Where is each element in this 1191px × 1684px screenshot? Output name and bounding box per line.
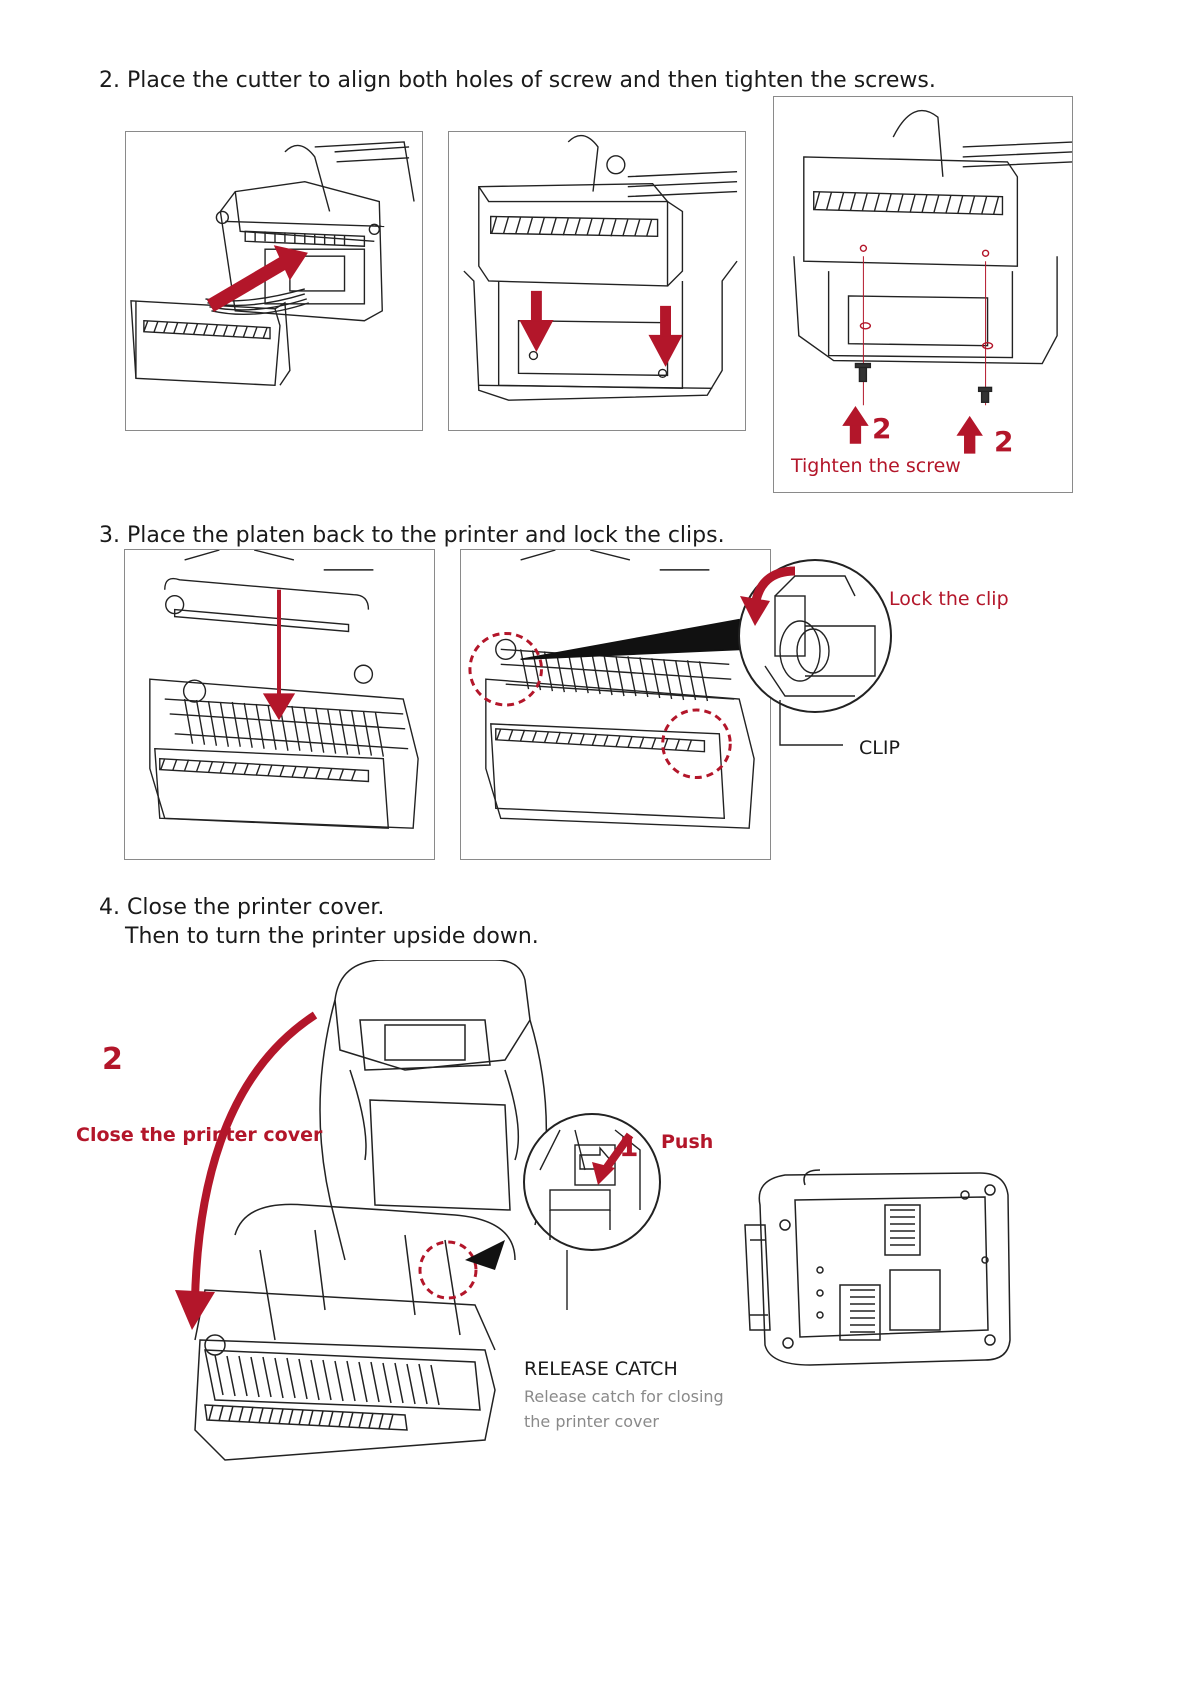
release-desc-line-2: the printer cover <box>524 1412 659 1431</box>
figure-cutter-insert <box>125 131 423 431</box>
release-catch-zoom <box>523 1113 661 1251</box>
figure-tighten-screws <box>773 96 1073 493</box>
step-4-line-2: Then to turn the printer upside down. <box>125 924 539 949</box>
figure-platen-placement <box>124 549 435 860</box>
push-step-number: 1 <box>619 1130 639 1163</box>
release-catch-leader <box>566 1250 568 1310</box>
push-label: Push <box>661 1131 714 1153</box>
step-2-instruction: 2. Place the cutter to align both holes … <box>99 68 936 93</box>
figure-lock-clips <box>460 549 771 860</box>
release-catch-description: Release catch for closing the printer co… <box>524 1384 724 1434</box>
release-desc-line-1: Release catch for closing <box>524 1387 724 1406</box>
close-cover-label: Close the printer cover <box>76 1124 323 1146</box>
release-catch-label: RELEASE CATCH <box>524 1358 678 1380</box>
figure-cutter-align <box>448 131 746 431</box>
clip-label: CLIP <box>859 737 900 759</box>
tighten-screw-label: Tighten the screw <box>791 455 961 477</box>
close-cover-arrow <box>175 1011 318 1330</box>
cover-step-number: 2 <box>102 1042 123 1077</box>
screw-step-number-left: 2 <box>872 412 892 445</box>
step-4-line-1: 4. Close the printer cover. <box>99 895 385 920</box>
figure-printer-upside-down <box>744 1169 1011 1366</box>
clip-zoom-detail <box>738 559 892 713</box>
step-4-instruction: 4. Close the printer cover. Then to turn… <box>99 893 539 951</box>
lock-clip-label: Lock the clip <box>889 588 1009 610</box>
step-3-instruction: 3. Place the platen back to the printer … <box>99 523 725 548</box>
screw-step-number-right: 2 <box>994 425 1014 458</box>
clip-leader-line <box>779 700 843 746</box>
